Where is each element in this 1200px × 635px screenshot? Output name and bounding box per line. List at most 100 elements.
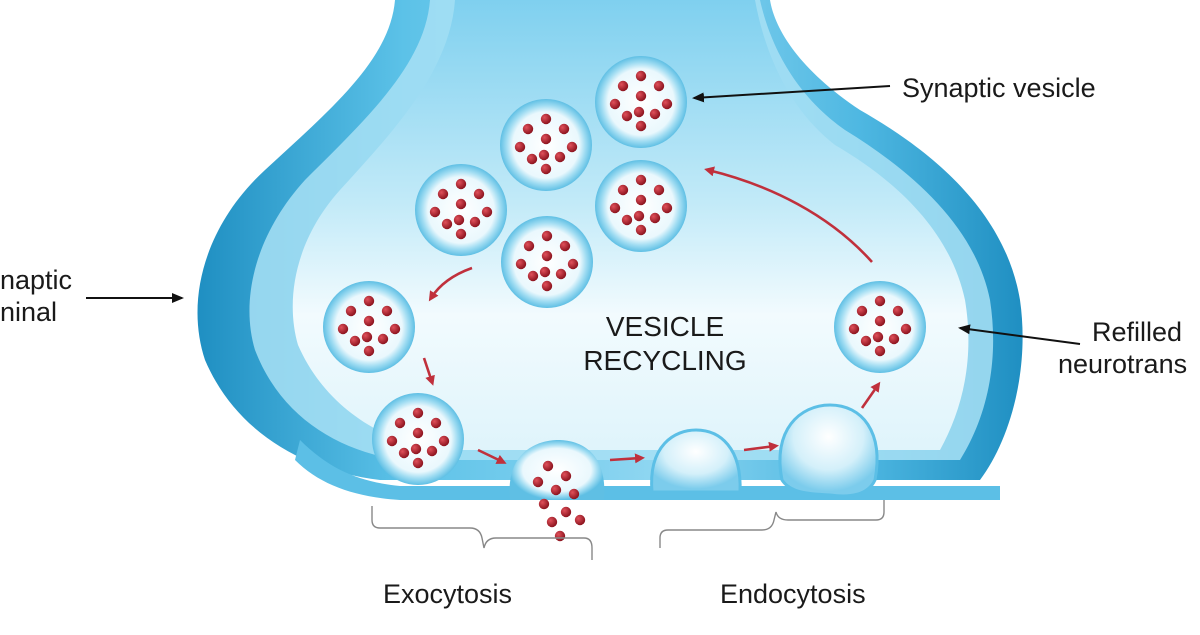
neurotransmitter-dot: [554, 151, 566, 163]
neurotransmitter-dot: [540, 163, 552, 175]
cycle-arrow: [704, 166, 873, 263]
vesicle-center: [501, 216, 593, 308]
released-neurotransmitter-dot: [532, 476, 544, 488]
neurotransmitter-dot: [635, 194, 647, 206]
neurotransmitter-dot: [609, 202, 621, 214]
vesicle-top: [595, 56, 687, 148]
neurotransmitter-dot: [541, 280, 553, 292]
neurotransmitter-dot: [538, 149, 550, 161]
neurotransmitter-dot: [349, 335, 361, 347]
presynaptic-membrane: [295, 440, 1000, 500]
neurotransmitter-dot: [888, 333, 900, 345]
arrow-to-synaptic-vesicle: [692, 85, 891, 103]
label-synaptic-vesicle: Synaptic vesicle: [902, 73, 1096, 103]
neurotransmitter-dot: [559, 240, 571, 252]
released-neurotransmitter-dot: [550, 484, 562, 496]
neurotransmitter-dot: [649, 108, 661, 120]
vesicle-right: [595, 160, 687, 252]
braces: [371, 500, 885, 560]
vesicle-docked: [372, 393, 464, 485]
released-neurotransmitter-dot: [542, 460, 554, 472]
neurotransmitter-dot: [514, 141, 526, 153]
neurotransmitter-dot: [398, 447, 410, 459]
vesicle-membrane: [372, 393, 464, 485]
released-neurotransmitter-dot: [554, 530, 566, 542]
label-refilled-line2: neurotrans: [1058, 349, 1188, 379]
neurotransmitter-dot: [635, 90, 647, 102]
vesicles-group: [323, 56, 926, 542]
cycle-arrow: [860, 381, 881, 409]
vesicle-releasing: [323, 281, 415, 373]
label-terminal-line2: ninal: [0, 297, 58, 327]
vesicle-fusing: [509, 440, 605, 542]
neurotransmitter-dot: [856, 305, 868, 317]
neurotransmitter-dot: [429, 206, 441, 218]
fusing-vesicle-membrane: [509, 440, 605, 500]
cycle-arrow: [609, 453, 645, 464]
neurotransmitter-dot: [410, 443, 422, 455]
neurotransmitter-dot: [473, 188, 485, 200]
released-neurotransmitter-dot: [568, 488, 580, 500]
vesicle-membrane: [595, 160, 687, 252]
exocytosis-brace: [371, 506, 593, 560]
neurotransmitter-dot: [661, 98, 673, 110]
endocytosis-brace: [659, 500, 885, 548]
neurotransmitter-dot: [540, 133, 552, 145]
neurotransmitter-dot: [892, 305, 904, 317]
vesicle-membrane: [323, 281, 415, 373]
neurotransmitter-dot: [337, 323, 349, 335]
cycle-arrow: [743, 441, 779, 452]
vesicle-refilled: [834, 281, 926, 373]
released-neurotransmitter-dot: [546, 516, 558, 528]
vesicle-membrane: [595, 56, 687, 148]
neurotransmitter-dot: [437, 188, 449, 200]
neurotransmitter-dot: [345, 305, 357, 317]
neurotransmitter-dot: [412, 457, 424, 469]
neurotransmitter-dot: [361, 331, 373, 343]
neurotransmitter-dot: [363, 295, 375, 307]
neurotransmitter-dot: [541, 250, 553, 262]
neurotransmitter-dot: [635, 120, 647, 132]
arrow-to-refilled-vesicle: [958, 324, 1081, 345]
neurotransmitter-dot: [566, 141, 578, 153]
neurotransmitter-dot: [377, 333, 389, 345]
center-title: VESICLE RECYCLING: [560, 310, 770, 378]
cycle-arrows: [422, 166, 881, 464]
neurotransmitter-dot: [527, 270, 539, 282]
neurotransmitter-dot: [635, 174, 647, 186]
cycle-arrow: [477, 448, 507, 464]
neurotransmitter-dot: [653, 80, 665, 92]
label-endocytosis: Endocytosis: [720, 579, 866, 609]
neurotransmitter-dot: [848, 323, 860, 335]
neurotransmitter-dot: [363, 315, 375, 327]
neurotransmitter-dot: [438, 435, 450, 447]
released-neurotransmitter-dot: [560, 470, 572, 482]
neurotransmitter-dot: [430, 417, 442, 429]
neurotransmitter-dot: [523, 240, 535, 252]
neurotransmitter-dot: [635, 70, 647, 82]
vesicle-upper-left: [500, 99, 592, 191]
label-exocytosis: Exocytosis: [383, 579, 513, 609]
neurotransmitter-dot: [412, 407, 424, 419]
neurotransmitter-dot: [609, 98, 621, 110]
label-refilled: Refilled neurotrans: [1058, 316, 1187, 380]
cycle-arrow: [422, 357, 435, 386]
neurotransmitter-dot: [635, 224, 647, 236]
label-refilled-line1: Refilled: [1092, 317, 1183, 347]
vesicle-membrane: [501, 216, 593, 308]
neurotransmitter-dot: [455, 228, 467, 240]
center-title-line1: VESICLE: [605, 311, 725, 342]
neurotransmitter-dot: [567, 258, 579, 270]
budding-vesicle: [778, 403, 879, 498]
neurotransmitter-dot: [426, 445, 438, 457]
vesicle-membrane: [500, 99, 592, 191]
label-arrows: [86, 85, 1081, 345]
released-neurotransmitter-dot: [538, 498, 550, 510]
neurotransmitter-dot: [481, 206, 493, 218]
neurotransmitter-dot: [649, 212, 661, 224]
neurotransmitter-dot: [860, 335, 872, 347]
neurotransmitter-dot: [441, 218, 453, 230]
neurotransmitter-dot: [363, 345, 375, 357]
neurotransmitter-dot: [522, 123, 534, 135]
